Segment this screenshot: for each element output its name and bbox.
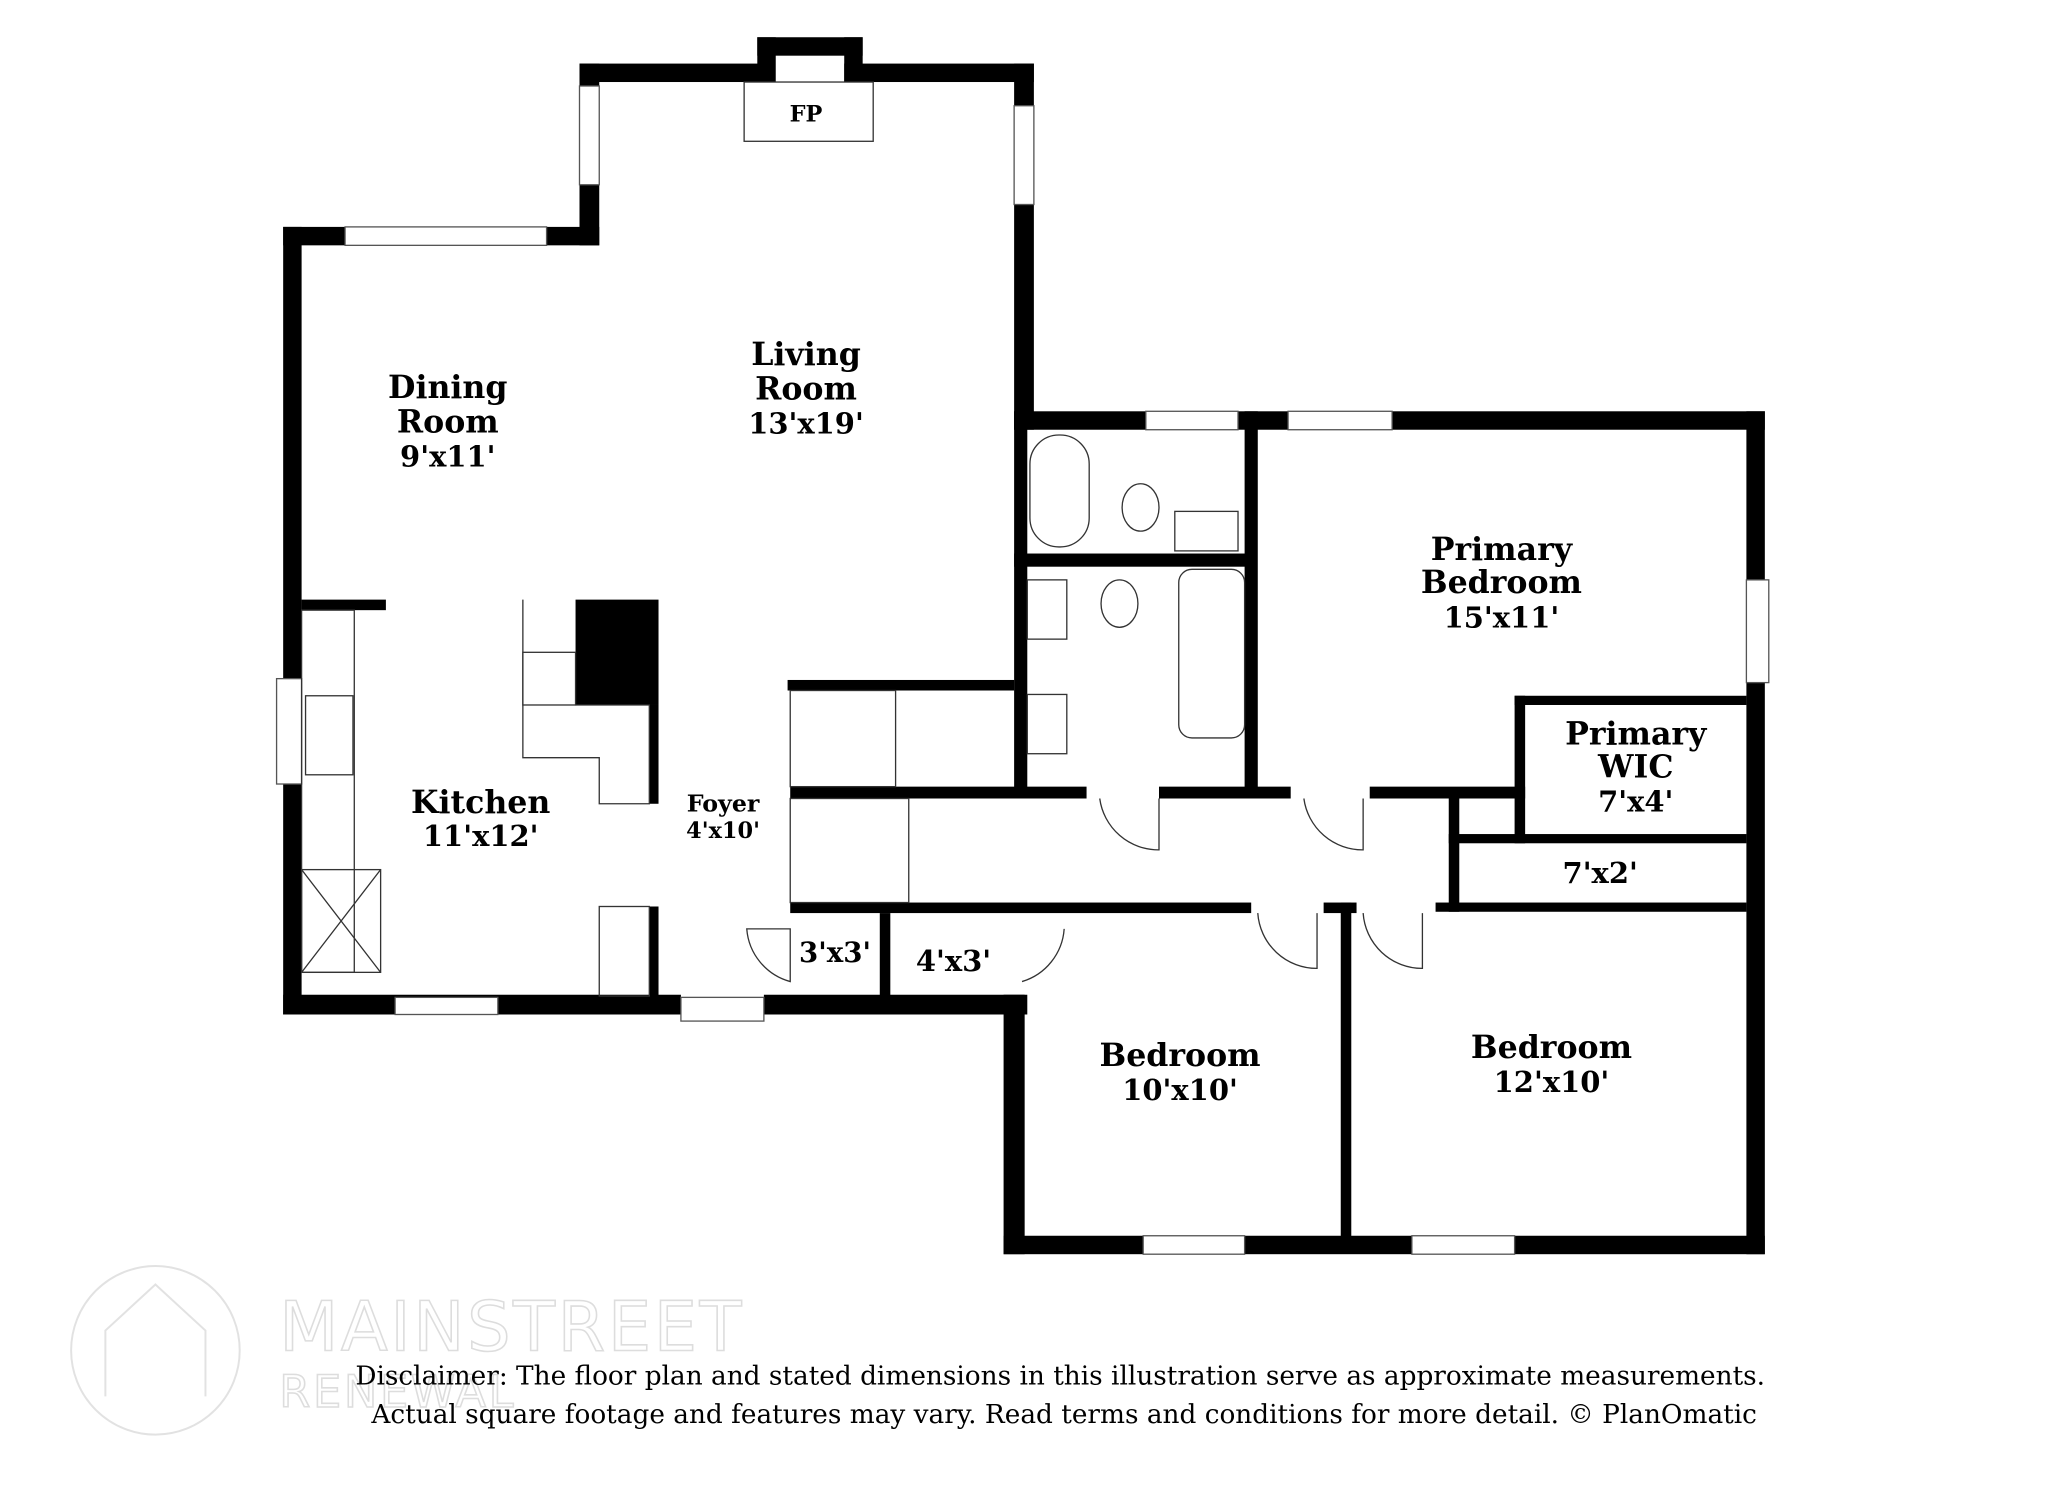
foyer-size: 4'x10' xyxy=(686,818,760,844)
foyer-label: Foyer xyxy=(687,790,760,818)
primary-wic-label-2: WIC xyxy=(1597,748,1673,785)
toilet-icon xyxy=(1100,579,1139,628)
sink-icon xyxy=(1026,579,1068,640)
primary-wic-label: Primary xyxy=(1565,716,1708,753)
dining-room-label: Dining xyxy=(388,369,507,406)
fireplace-label: FP xyxy=(790,102,823,128)
closet-size: 3'x3' xyxy=(799,936,871,969)
primary-bedroom-label: Primary xyxy=(1431,531,1574,568)
bedroom-size: 10'x10' xyxy=(1122,1073,1238,1107)
disclaimer-line-1: Disclaimer: The floor plan and stated di… xyxy=(355,1362,1765,1392)
sink-icon xyxy=(1026,693,1068,755)
watermark-text-2: RENEWAL xyxy=(279,1365,516,1418)
dining-room-label-2: Room xyxy=(397,403,499,440)
stairs-upper xyxy=(789,689,897,788)
stairs-lower xyxy=(789,797,910,904)
range-hood xyxy=(300,868,382,974)
watermark-logo: MAINSTREET RENEWAL xyxy=(70,1265,744,1436)
bedroom-label: Bedroom xyxy=(1100,1037,1261,1074)
bedroom-size: 12'x10' xyxy=(1494,1065,1610,1099)
primary-wic-size: 7'x4' xyxy=(1598,785,1673,819)
closet-size: 7'x2' xyxy=(1563,856,1638,890)
kitchen-label: Kitchen xyxy=(411,784,550,821)
living-room-label-2: Room xyxy=(755,370,857,407)
fixtures xyxy=(300,81,1424,997)
watermark-text-1: MAINSTREET xyxy=(279,1287,744,1367)
toilet-icon xyxy=(1121,483,1160,532)
living-room-size: 13'x19' xyxy=(748,407,864,441)
bathtub-icon xyxy=(1178,568,1246,739)
dining-room-size: 9'x11' xyxy=(400,440,495,474)
fireplace xyxy=(743,81,874,142)
primary-bedroom-size: 15'x11' xyxy=(1444,600,1560,634)
closet-size: 4'x3' xyxy=(916,944,991,978)
room-labels: FP Living Room 13'x19' Dining Room 9'x11… xyxy=(388,102,1708,1108)
kitchen-counter xyxy=(300,609,355,974)
primary-bedroom-label-2: Bedroom xyxy=(1421,564,1582,601)
windows xyxy=(275,85,1770,1255)
sink-icon xyxy=(304,695,354,776)
bedroom-label: Bedroom xyxy=(1471,1029,1632,1066)
bathtub-icon xyxy=(1029,434,1090,548)
living-room-label: Living xyxy=(751,336,861,373)
kitchen-size: 11'x12' xyxy=(423,819,539,853)
sink-icon xyxy=(1174,510,1239,552)
disclaimer-line-2: Actual square footage and features may v… xyxy=(370,1400,1756,1430)
stove-icon xyxy=(522,651,577,706)
